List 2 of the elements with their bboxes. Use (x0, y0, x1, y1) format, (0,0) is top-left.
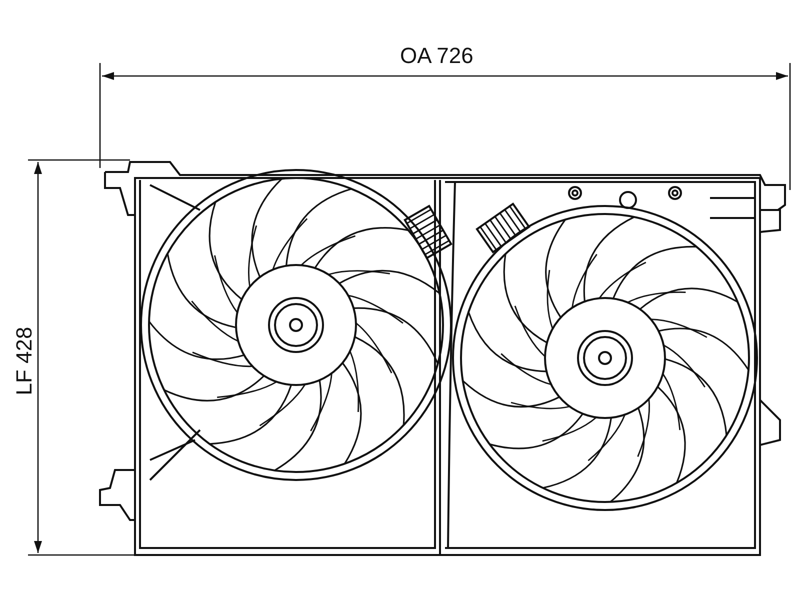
dimension-label: LF 428 (13, 326, 36, 396)
dimension-label: OA 726 (400, 45, 474, 67)
